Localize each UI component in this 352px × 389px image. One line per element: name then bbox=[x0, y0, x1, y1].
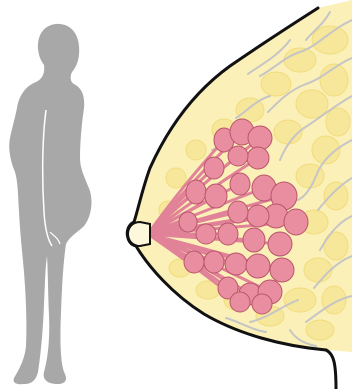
gland-lobule bbox=[230, 292, 250, 312]
gland-lobule bbox=[270, 258, 294, 282]
gland-lobule bbox=[228, 201, 248, 223]
silhouette-body bbox=[9, 24, 91, 384]
gland-lobule bbox=[179, 212, 197, 232]
woman-silhouette bbox=[9, 24, 91, 384]
gland-lobule bbox=[284, 209, 308, 235]
fat-lobule bbox=[326, 108, 350, 136]
fat-lobule bbox=[324, 182, 348, 210]
gland-lobule bbox=[184, 251, 204, 273]
chest-wall-outline bbox=[326, 350, 336, 389]
gland-lobule bbox=[228, 146, 248, 166]
gland-lobule bbox=[186, 180, 206, 204]
gland-lobule bbox=[248, 126, 272, 150]
fat-lobule bbox=[312, 26, 348, 54]
fat-lobule bbox=[324, 232, 348, 260]
gland-lobule bbox=[205, 184, 227, 208]
fat-lobule bbox=[306, 320, 334, 340]
gland-lobule bbox=[247, 205, 269, 227]
gland-lobule bbox=[196, 224, 216, 244]
gland-lobule bbox=[246, 254, 270, 278]
gland-lobule bbox=[230, 173, 250, 195]
gland-lobule bbox=[204, 251, 224, 273]
fat-lobule bbox=[166, 168, 186, 188]
fat-lobule bbox=[186, 140, 206, 160]
gland-lobule bbox=[243, 228, 265, 252]
gland-lobule bbox=[225, 253, 247, 275]
fat-lobule bbox=[261, 72, 291, 96]
gland-lobule bbox=[252, 294, 272, 314]
fat-lobule bbox=[284, 288, 316, 312]
fat-lobule bbox=[304, 258, 332, 282]
gland-lobule bbox=[268, 232, 292, 256]
breast-cross-section bbox=[127, 0, 352, 389]
gland-lobule bbox=[204, 157, 224, 179]
gland-lobule bbox=[247, 147, 269, 169]
gland-lobule bbox=[218, 223, 238, 245]
